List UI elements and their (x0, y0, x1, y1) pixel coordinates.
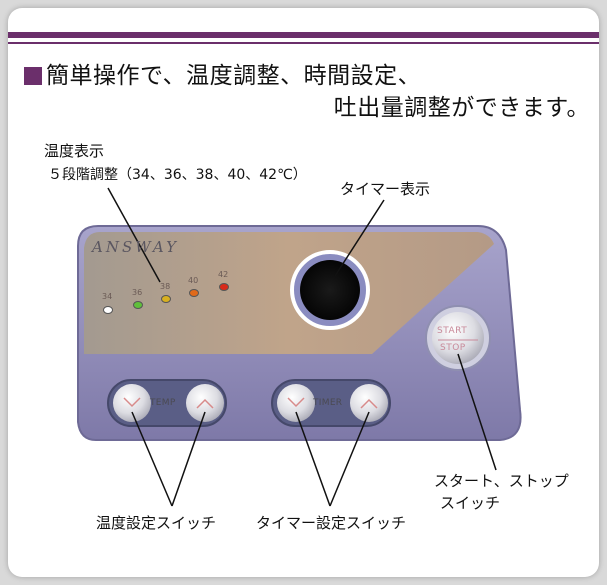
start-stop-switch-label: スタート、ストップ スイッチ (434, 470, 569, 514)
led-label-34: 34 (102, 292, 113, 301)
headline: 簡単操作で、温度調整、時間設定、 吐出量調整ができます。 (24, 60, 594, 124)
led-42-indicator (219, 283, 229, 291)
temp-switch-label: 温度設定スイッチ (96, 514, 217, 532)
temp-display-label: 温度表示 (44, 142, 105, 160)
callout-lines (107, 187, 497, 507)
led-36-indicator (133, 301, 143, 309)
square-bullet-icon (24, 67, 42, 85)
panel-top-face (84, 232, 494, 354)
timer-display-label: タイマー表示 (340, 180, 431, 198)
timer-switch-label: タイマー設定スイッチ (256, 514, 407, 532)
start-stop-switch-label-line-2: スイッチ (440, 494, 501, 512)
start-stop-switch-label-line-1: スタート、ストップ (434, 472, 569, 490)
header-rule-thick (8, 32, 599, 38)
headline-line-2: 吐出量調整ができます。 (333, 95, 590, 121)
headline-line-1: 簡単操作で、温度調整、時間設定、 (24, 60, 594, 92)
temp-button-label: TEMP (150, 398, 176, 408)
led-label-40: 40 (188, 276, 199, 285)
brand-logo: ANSWAY (92, 238, 180, 256)
led-38-indicator (161, 295, 171, 303)
led-label-36: 36 (132, 288, 143, 297)
headline-text-1: 簡単操作で、温度調整、時間設定、 (46, 63, 422, 89)
led-label-38: 38 (160, 282, 171, 291)
timer-button-label: TIMER (313, 398, 343, 408)
header-rule-thin (8, 42, 599, 44)
timer-display-screen (300, 260, 360, 320)
start-label: START (437, 326, 468, 336)
start-stop-button-face (432, 312, 484, 364)
temp-steps-label: ５段階調整（34、36、38、40、42℃） (48, 167, 307, 183)
stop-label: STOP (440, 343, 466, 353)
led-label-42: 42 (218, 270, 229, 279)
led-34-indicator (103, 306, 113, 314)
led-40-indicator (189, 289, 199, 297)
